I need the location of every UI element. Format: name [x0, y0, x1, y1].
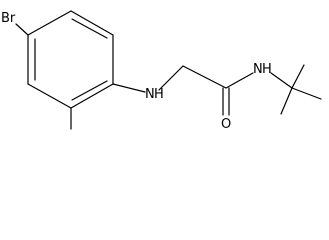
bond-amine-n-ch2: [158, 65, 184, 91]
bond-tbu-methyl-bottom: [280, 87, 293, 115]
oxygen-label: O: [221, 117, 231, 132]
bond-amide-n-tbu: [270, 72, 293, 89]
amine-hydrogen-label: H: [154, 87, 164, 102]
bond-ring-c4-c5: [70, 83, 114, 109]
structure-canvas: Br N H N H O: [1, 10, 322, 132]
bond-ring-c4-c5-inner: [71, 80, 108, 101]
bond-c4-amine-n: [112, 83, 146, 93]
bond-ring-c2-c3: [70, 10, 114, 36]
molecule-diagram: Br N H N H O: [1, 10, 322, 132]
bond-carbonyl-amide-n: [225, 72, 254, 89]
bond-ring-c5-c6: [27, 83, 72, 109]
amide-nitrogen-label: N: [253, 62, 263, 77]
amine-nitrogen-label: N: [145, 87, 155, 102]
bond-ring-c2-c3-inner: [71, 18, 108, 39]
bond-ch2-carbonyl: [182, 65, 227, 89]
atom-labels: Br N H N H O: [1, 11, 272, 132]
bromine-label: Br: [1, 11, 16, 26]
bond-tbu-methyl-right: [291, 87, 322, 100]
bonds: [15, 10, 322, 130]
amide-hydrogen-label: H: [262, 62, 272, 77]
bond-ring-c1-c2: [27, 10, 72, 36]
bond-tbu-methyl-top: [291, 64, 305, 89]
bond-c1-br: [15, 23, 29, 36]
